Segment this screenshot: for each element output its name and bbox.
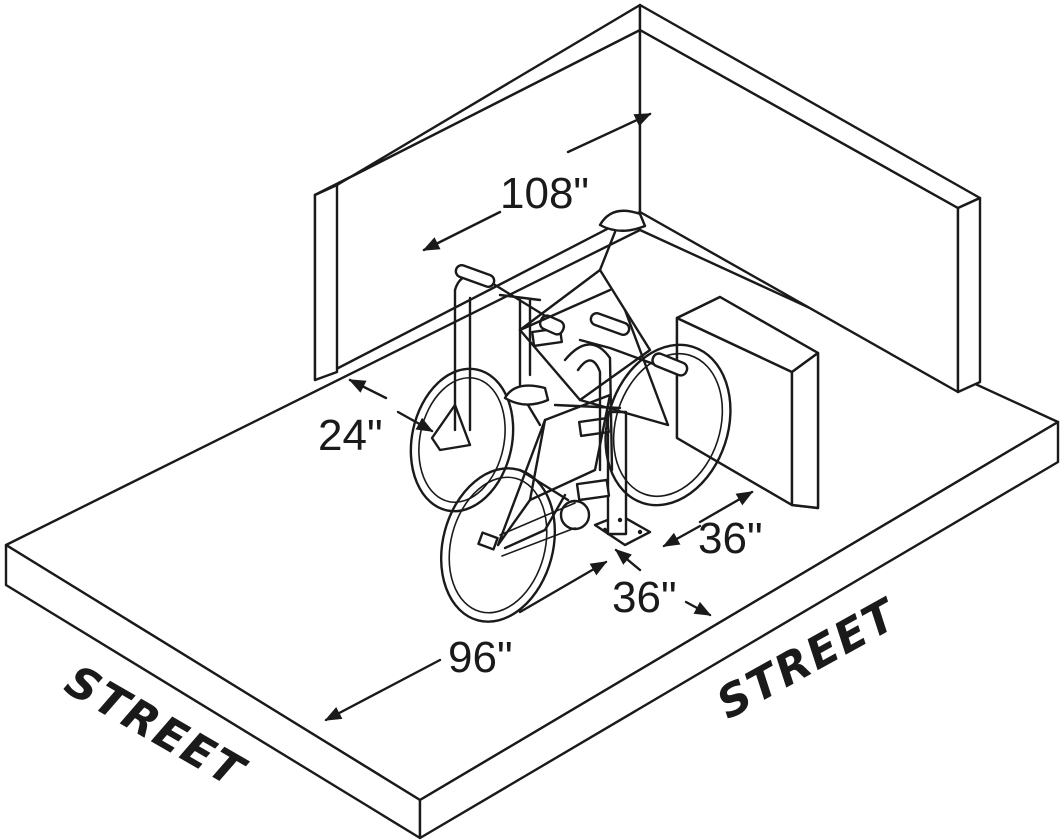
label-wall-width: 108" — [500, 169, 589, 218]
dimension-side-clearance: 36" — [662, 490, 763, 563]
dimension-wall-clearance: 24" — [318, 378, 434, 460]
bike-front — [439, 312, 689, 623]
rack-post — [530, 326, 652, 547]
dimension-front-clearance: 36" — [612, 548, 712, 622]
dimension-wall-width: 108" — [422, 112, 652, 252]
label-front-clearance: 36" — [612, 573, 677, 622]
back-wall — [313, 3, 982, 394]
label-side-clearance: 36" — [698, 514, 763, 563]
dimension-sidewalk-length: 96" — [324, 560, 608, 722]
label-sidewalk-length: 96" — [448, 633, 513, 682]
label-wall-clearance: 24" — [318, 411, 383, 460]
